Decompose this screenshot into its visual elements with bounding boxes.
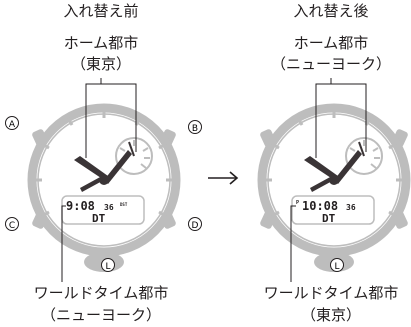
button-l-marker	[101, 258, 115, 272]
button-l-letter: L	[334, 262, 339, 272]
after-world-city-label: ワールドタイム都市	[263, 284, 399, 302]
button-a-letter: A	[9, 120, 16, 130]
before-home-city-label: ホーム都市	[63, 34, 139, 52]
sub-dial-hatching	[349, 140, 380, 169]
sub-dial-hand	[128, 141, 135, 157]
bezel-ticks	[34, 110, 174, 218]
button-d-marker	[188, 217, 202, 231]
lcd-mode: DT	[322, 212, 336, 225]
after-world-city-name: （東京）	[300, 306, 362, 324]
watch-before: 9:08 36 DST DT A B C D L	[5, 78, 202, 282]
lcd-time: 9:08	[66, 199, 95, 213]
sub-dial-hand	[358, 141, 365, 157]
sub-dial-hatching	[119, 140, 150, 169]
button-a-marker	[5, 116, 19, 130]
lcd-pm-indicator: P	[296, 200, 299, 206]
after-home-city-name: （ニューヨーク）	[270, 55, 392, 73]
button-d-letter: D	[192, 221, 199, 231]
transition-arrow	[208, 171, 239, 185]
after-heading: 入れ替え後	[293, 2, 369, 20]
before-heading: 入れ替え前	[63, 2, 139, 20]
watch-after: P 10:08 36 DT L	[257, 78, 411, 282]
world-city-leader	[61, 205, 66, 282]
minute-hand	[104, 150, 132, 184]
button-c-marker	[5, 217, 19, 231]
button-b-marker	[188, 120, 202, 134]
lcd-seconds: 36	[346, 203, 356, 212]
button-c-letter: C	[9, 221, 15, 231]
bezel-ticks	[264, 110, 404, 218]
hour-hand	[304, 156, 338, 180]
lcd-time: 10:08	[302, 199, 338, 213]
world-city-leader	[290, 205, 296, 282]
lcd-dst-indicator: DST	[120, 202, 128, 207]
hand-tail	[310, 176, 334, 192]
lcd-display	[291, 195, 375, 225]
before-home-city-name: （東京）	[70, 55, 132, 73]
after-home-city-label: ホーム都市	[293, 34, 369, 52]
hand-pivot	[329, 175, 339, 185]
before-world-city-name: （ニューヨーク）	[40, 306, 162, 324]
home-city-leader	[85, 83, 137, 158]
minute-hand	[334, 150, 362, 184]
lcd-seconds: 36	[104, 203, 114, 212]
button-l-marker	[330, 258, 344, 272]
hand-tail	[80, 176, 104, 192]
button-b-letter: B	[192, 124, 198, 134]
home-city-leader	[315, 83, 367, 158]
hand-pivot	[99, 175, 109, 185]
lcd-mode: DT	[92, 212, 106, 225]
hour-hand	[74, 156, 108, 180]
button-l-letter: L	[105, 262, 110, 272]
before-world-city-label: ワールドタイム都市	[33, 284, 169, 302]
